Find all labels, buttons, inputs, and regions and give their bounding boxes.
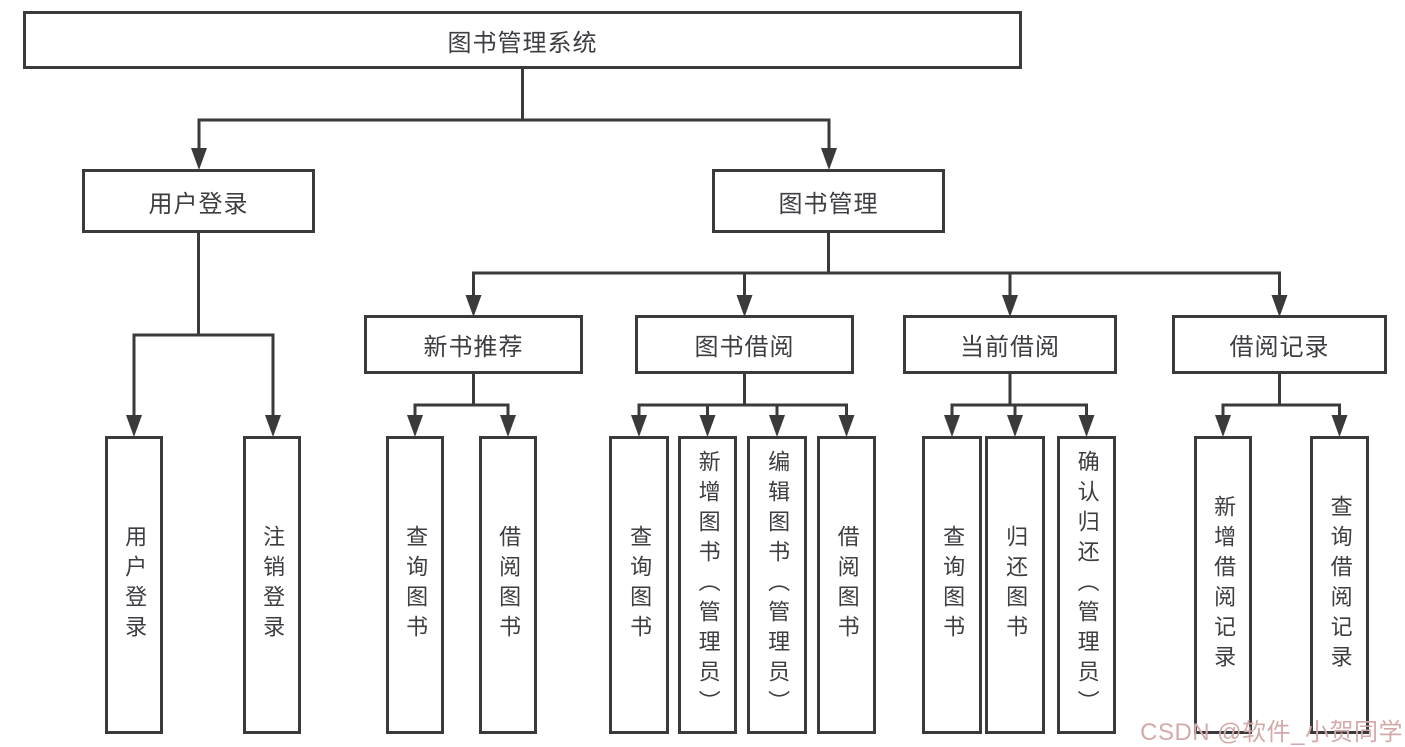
node-current-borrowing: 当前借阅	[903, 315, 1117, 374]
node-label: 查询图书	[403, 525, 429, 645]
node-label: 新增借阅记录	[1211, 495, 1237, 675]
node-add-borrow-record: 新增借阅记录	[1194, 436, 1252, 734]
node-label: 确认归还（管理员）	[1074, 450, 1100, 720]
node-query-books-recommend: 查询图书	[386, 436, 444, 734]
node-borrow-books-leaf: 借阅图书	[817, 436, 876, 734]
node-label: 借阅图书	[496, 525, 522, 645]
node-book-management: 图书管理	[712, 169, 945, 233]
node-confirm-return-admin: 确认归还（管理员）	[1057, 436, 1116, 734]
node-label: 查询借阅记录	[1327, 495, 1353, 675]
node-borrow-books-recommend: 借阅图书	[479, 436, 537, 734]
node-label: 新增图书（管理员）	[695, 450, 721, 720]
node-query-books-borrow: 查询图书	[609, 436, 669, 734]
node-new-book-recommendation: 新书推荐	[364, 315, 583, 374]
node-query-books-current: 查询图书	[922, 436, 982, 734]
node-label: 查询图书	[940, 525, 966, 645]
watermark: CSDN @软件_小贺同学	[1140, 719, 1403, 746]
node-user-login-leaf: 用户登录	[105, 436, 163, 734]
node-book-borrowing: 图书借阅	[635, 315, 854, 374]
node-label: 注销登录	[260, 525, 286, 645]
node-label: 编辑图书（管理员）	[765, 450, 791, 720]
node-logout: 注销登录	[243, 436, 301, 734]
node-borrowing-records: 借阅记录	[1172, 315, 1387, 374]
node-return-books: 归还图书	[985, 436, 1045, 734]
node-add-book-admin: 新增图书（管理员）	[678, 436, 737, 734]
node-user-login: 用户登录	[82, 169, 315, 233]
node-label: 用户登录	[122, 525, 148, 645]
node-label: 归还图书	[1003, 525, 1029, 645]
node-label: 查询图书	[627, 525, 653, 645]
node-edit-book-admin: 编辑图书（管理员）	[747, 436, 807, 734]
node-query-borrow-record: 查询借阅记录	[1310, 436, 1369, 734]
node-library-management-system: 图书管理系统	[23, 11, 1022, 69]
node-label: 借阅图书	[834, 525, 860, 645]
